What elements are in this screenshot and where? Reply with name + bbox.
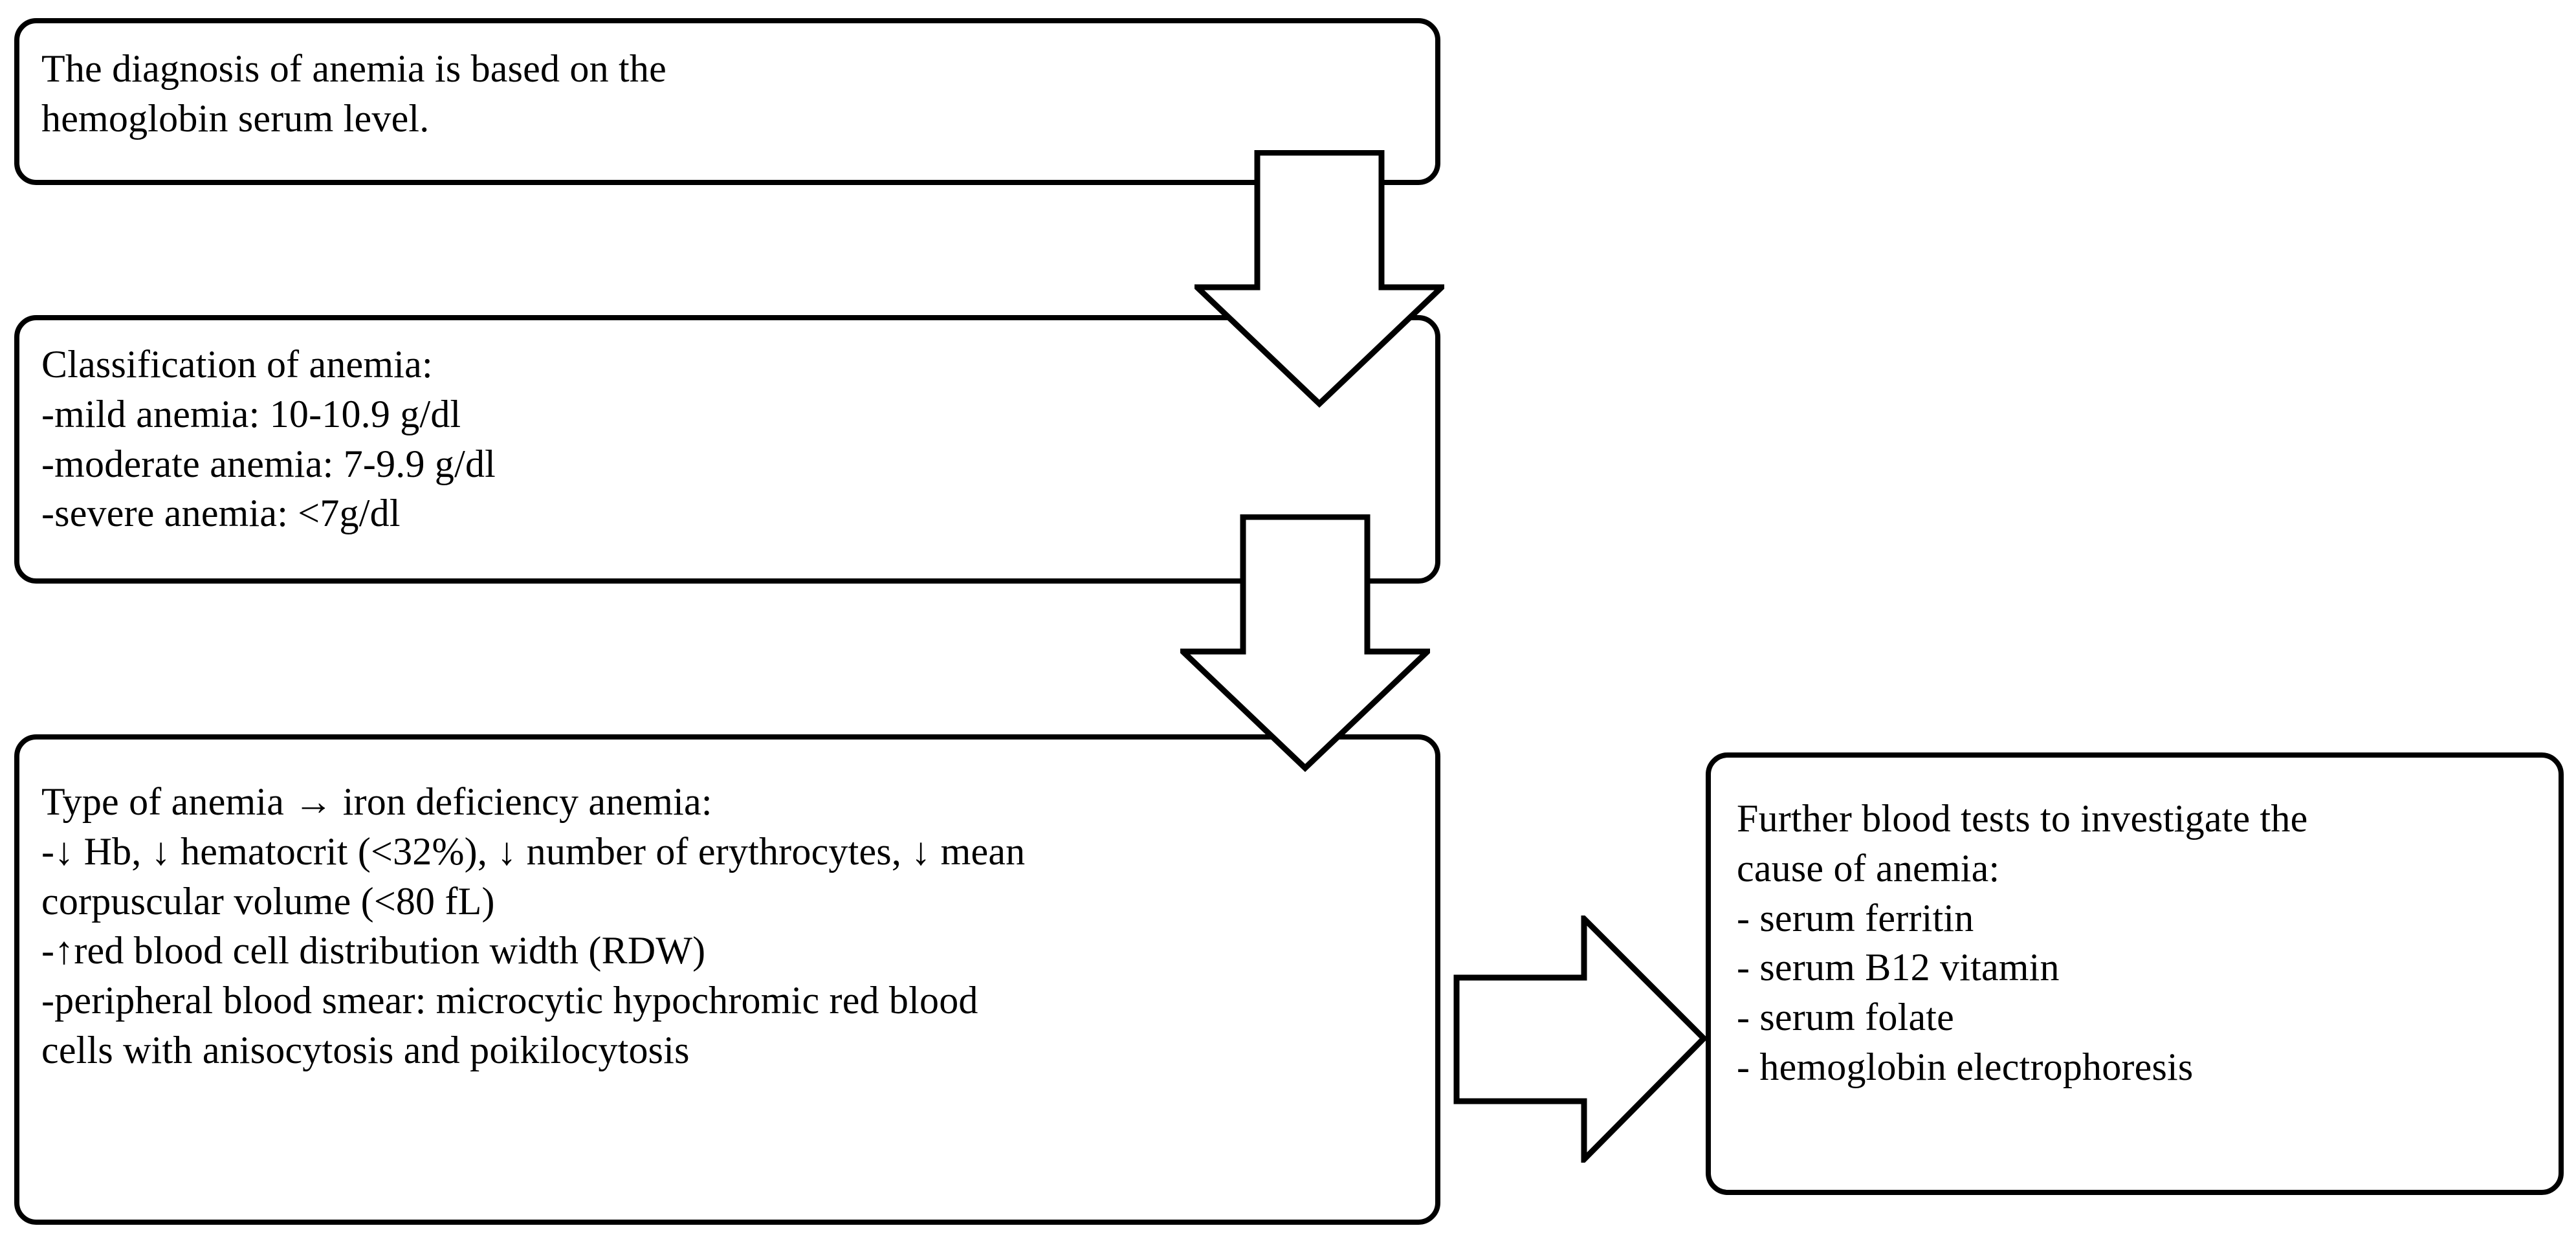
node-diagnosis: The diagnosis of anemia is based on the … (14, 18, 1440, 185)
arrow-down-icon (1180, 514, 1430, 772)
node-type-of-anemia: Type of anemia → iron deficiency anemia:… (14, 734, 1440, 1225)
node-classification-text: Classification of anemia: -mild anemia: … (41, 343, 496, 535)
arrow-down-icon (1194, 150, 1444, 408)
node-type-of-anemia-text: Type of anemia → iron deficiency anemia:… (41, 780, 1026, 1071)
node-classification: Classification of anemia: -mild anemia: … (14, 315, 1440, 584)
node-further-blood-tests-text: Further blood tests to investigate the c… (1737, 797, 2308, 1088)
node-further-blood-tests: Further blood tests to investigate the c… (1706, 752, 2564, 1195)
arrow-right-icon (1453, 916, 1707, 1163)
node-diagnosis-text: The diagnosis of anemia is based on the … (41, 47, 666, 140)
